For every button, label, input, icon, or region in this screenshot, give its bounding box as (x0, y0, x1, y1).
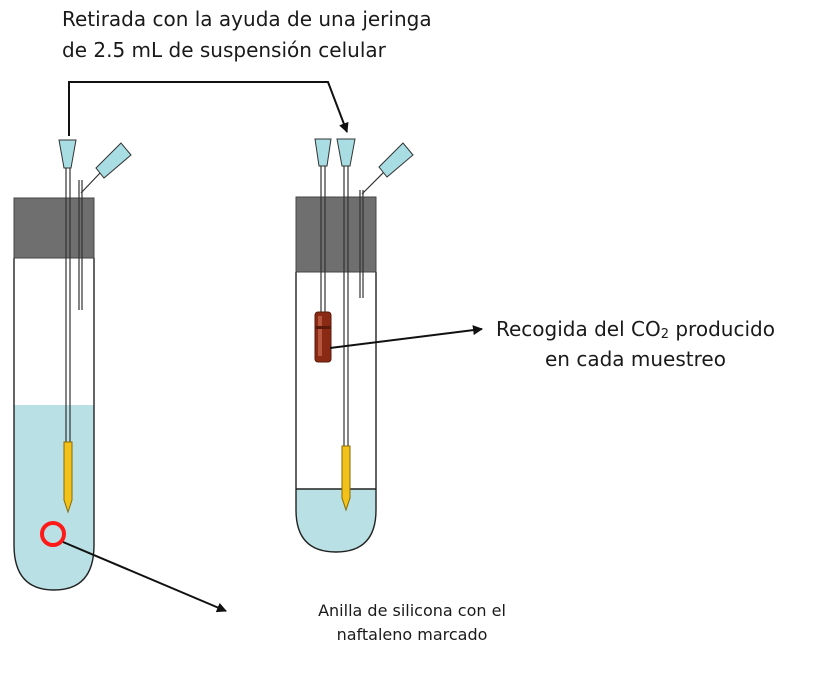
left-tube-glass (13, 258, 95, 591)
ring-label-line-2: naftaleno marcado (336, 625, 488, 644)
transfer-arrow (68, 81, 349, 136)
syringe-withdrawal-label: Retirada con la ayuda de una jeringa de … (62, 4, 432, 66)
co2-arrow (329, 325, 483, 349)
co2-label-line-1: Recogida del CO2 producido (496, 317, 775, 342)
right-needle-hub-sampling (336, 138, 356, 167)
syringe-label-line-2: de 2.5 mL de suspensión celular (62, 38, 386, 62)
left-reaction-tube (13, 139, 132, 591)
silicone-ring-label: Anilla de silicona con el naftaleno marc… (258, 599, 566, 647)
syringe-label-line-1: Retirada con la ayuda de una jeringa (62, 7, 432, 31)
right-needle-hub-angled (378, 142, 414, 178)
left-needle-hub-angled (95, 142, 132, 179)
right-tube-glass (295, 272, 377, 553)
right-tube-liquid (296, 489, 376, 552)
co2-label-line-2: en cada muestreo (544, 347, 726, 371)
left-yellow-needle-tip (63, 441, 73, 514)
left-tube-stopper (13, 197, 95, 259)
ring-arrow (62, 541, 227, 613)
right-needle-hub-vial (314, 138, 332, 167)
co2-collection-label: Recogida del CO2 producido en cada muest… (496, 314, 775, 374)
co2-collection-vial (314, 311, 332, 363)
right-tube-stopper (295, 196, 377, 273)
left-needle-hub-vertical (58, 139, 77, 169)
right-reaction-tube (295, 138, 414, 553)
left-tube-liquid (14, 405, 94, 590)
silicone-ring (40, 521, 66, 547)
right-yellow-needle-tip (341, 445, 351, 512)
ring-label-line-1: Anilla de silicona con el (318, 601, 506, 620)
